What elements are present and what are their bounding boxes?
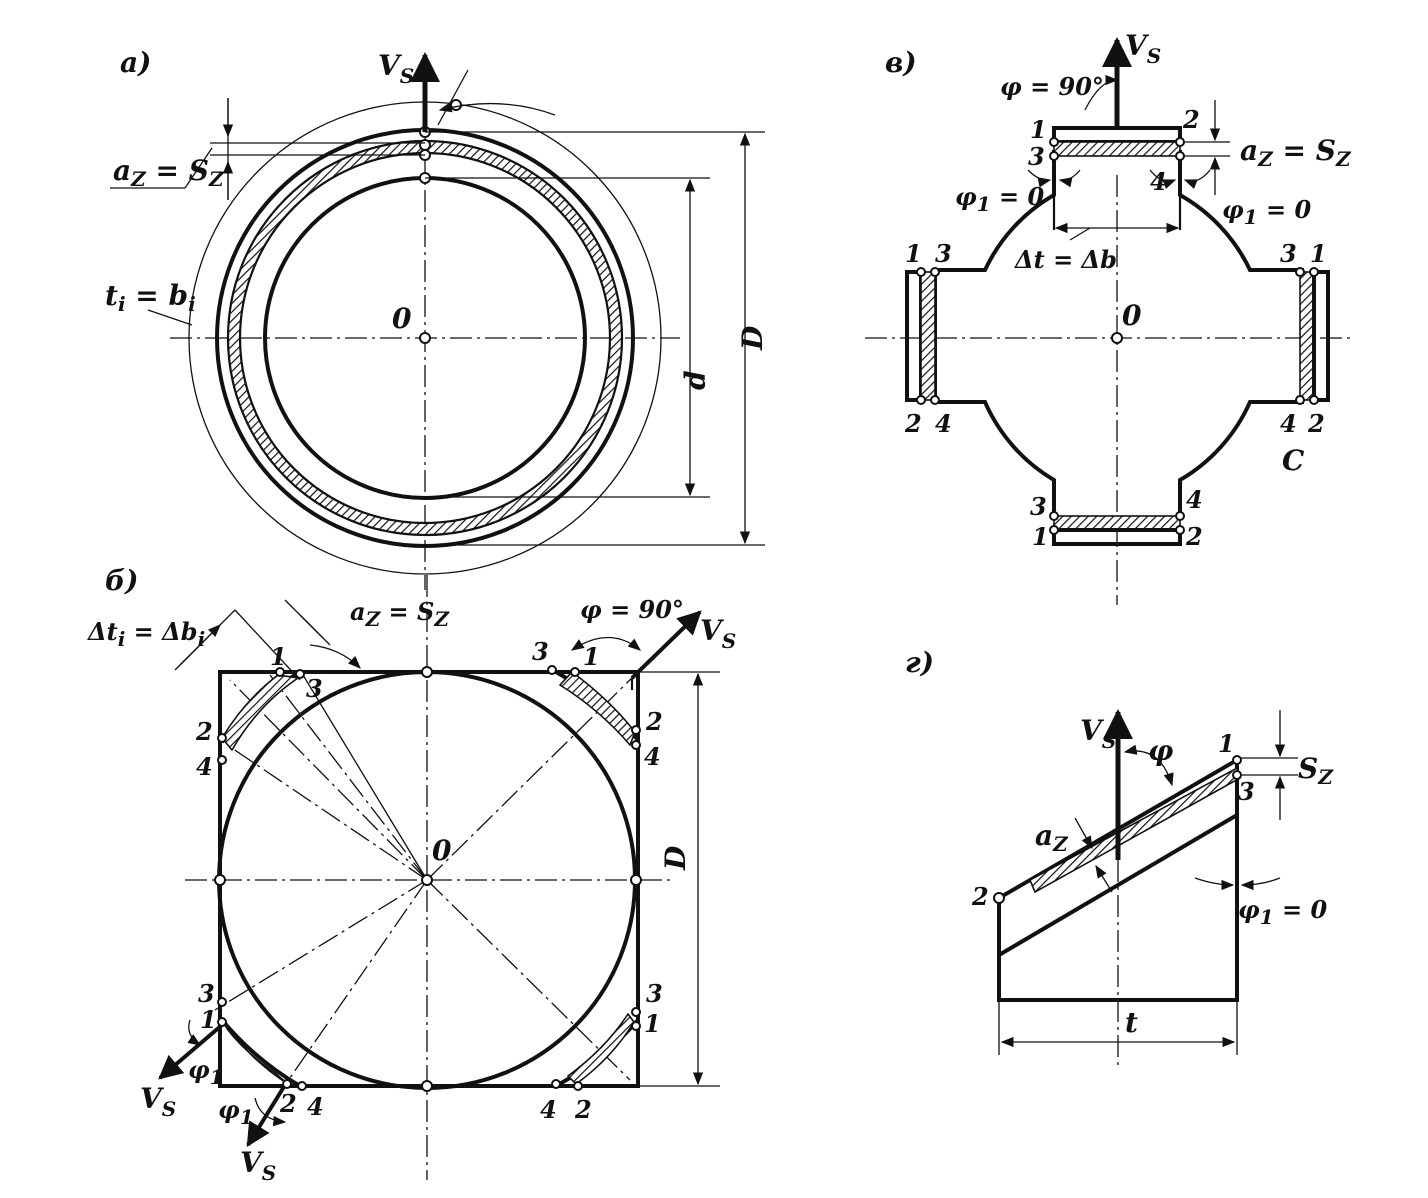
svg-text:1: 1 [270,642,287,671]
svg-text:2: 2 [574,1095,592,1124]
panel-g: г) VS φ SZ aZ φ1 = 0 t [905,646,1334,1070]
phi1-label-g: φ1 = 0 [1238,895,1327,929]
svg-text:4: 4 [1280,409,1297,438]
svg-text:3: 3 [306,674,323,703]
phi1-label-a: φ1 [188,1055,224,1089]
panel-a: а) VS aZ = SZ [105,46,769,590]
svg-text:4: 4 [196,752,213,781]
center-label: 0 [392,302,412,335]
vs-label: VS [378,49,414,88]
svg-text:4: 4 [644,742,661,771]
phi90-label: φ = 90° [580,595,684,624]
svg-text:1: 1 [200,1005,217,1034]
c-label: C [1282,444,1305,477]
svg-text:1: 1 [905,239,922,268]
corner-chip-tr [558,670,636,747]
t-dimension-label: t [1125,1006,1138,1039]
svg-text:4: 4 [1186,485,1203,514]
az-sz-label: aZ = SZ [113,154,225,191]
delta-t-label-v: Δt = Δb [1014,245,1117,274]
panel-v: в) VS φ = 90° aZ = SZ [865,29,1355,605]
center-point [419,332,431,344]
vs-label-bl2: VS [240,1146,276,1185]
panel-b-title: б) [105,564,138,597]
svg-text:4: 4 [1150,167,1167,196]
vs-label-v: VS [1125,29,1161,68]
az-label-g: aZ [1035,819,1069,856]
svg-text:3: 3 [1238,777,1255,806]
corner-chip-bl [221,1019,289,1085]
corner-chip-br [566,1012,635,1086]
svg-text:1: 1 [1030,115,1047,144]
svg-text:4: 4 [307,1092,324,1121]
svg-text:2: 2 [1185,522,1203,551]
svg-text:4: 4 [540,1095,557,1124]
svg-text:2: 2 [1182,105,1200,134]
svg-text:3: 3 [935,239,952,268]
vs-label-bl1: VS [140,1082,176,1121]
corner-chip-tl [221,674,301,752]
svg-text:3: 3 [532,637,549,666]
svg-text:3: 3 [646,979,663,1008]
panel-b: б) VS φ = 90° VS [87,564,736,1185]
svg-text:1: 1 [1032,522,1049,551]
svg-text:4: 4 [935,409,952,438]
delta-ti-label: Δti = Δbi [87,617,205,651]
svg-text:1: 1 [583,642,600,671]
svg-text:1: 1 [1218,729,1235,758]
bottom-chip-band [1053,515,1181,531]
panel-v-title: в) [885,46,917,79]
svg-text:1: 1 [1310,239,1327,268]
svg-text:1: 1 [644,1009,661,1038]
panel-g-title: г) [905,646,934,679]
svg-text:2: 2 [645,707,663,736]
svg-text:2: 2 [1307,409,1325,438]
left-chip-band [920,271,936,401]
d-dimension-label: d [679,370,712,390]
svg-text:2: 2 [195,717,213,746]
phi90-label-v: φ = 90° [1000,72,1104,101]
phi1-right-label: φ1 = 0 [1222,195,1311,229]
top-chip-band [1053,141,1181,157]
phi1-left-label: φ1 = 0 [955,182,1044,216]
center-label-b: 0 [432,834,452,867]
svg-text:2: 2 [904,409,922,438]
svg-text:3: 3 [1030,492,1047,521]
svg-text:3: 3 [1028,142,1045,171]
D-dimension-label: D [736,325,769,351]
phi-label-g: φ [1148,734,1174,767]
phi1-label-b: φ1 [218,1095,254,1129]
panel-a-title: а) [120,46,151,79]
svg-text:3: 3 [198,979,215,1008]
right-chip-band [1299,271,1315,401]
az-sz-label-b: aZ = SZ [350,597,450,631]
svg-text:2: 2 [971,882,989,911]
ti-bi-label: ti = bi [105,279,196,316]
vs-label-g: VS [1080,714,1116,753]
vs-label-tr: VS [700,614,736,653]
D-dimension-label-b: D [659,845,692,871]
center-label-v: 0 [1122,299,1142,332]
sz-label-g: SZ [1298,752,1334,789]
az-sz-label-v: aZ = SZ [1240,134,1352,171]
svg-text:3: 3 [1280,239,1297,268]
svg-text:2: 2 [279,1089,297,1118]
